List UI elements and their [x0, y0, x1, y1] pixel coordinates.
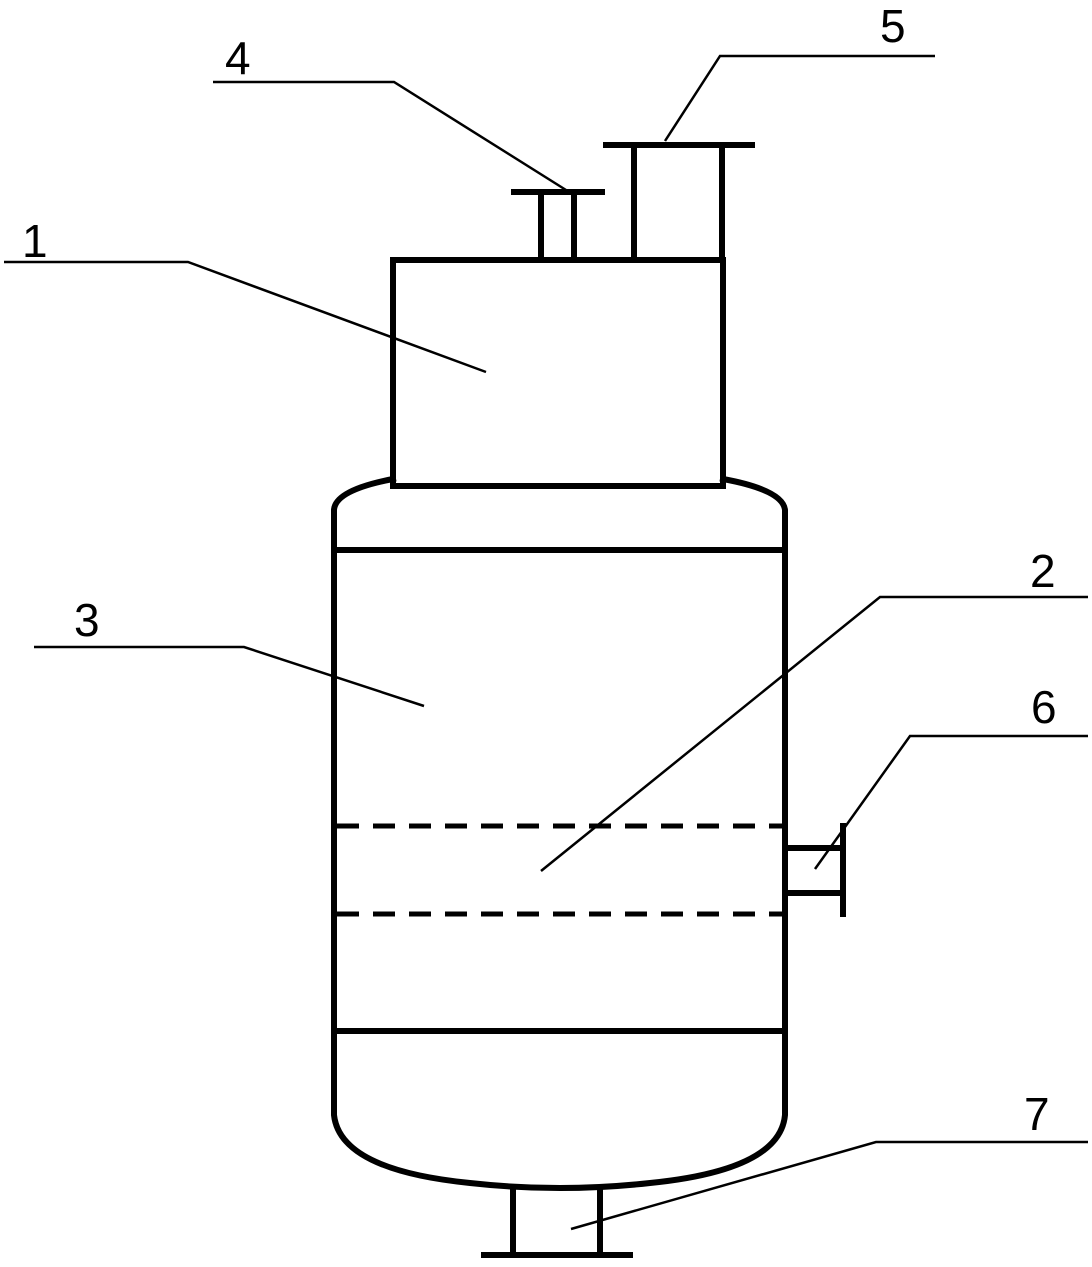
label-1: 1: [22, 215, 48, 267]
label-4: 4: [225, 32, 251, 84]
label-3: 3: [74, 594, 100, 646]
vessel-shell: [331, 475, 788, 1191]
leader-lines: [4, 54, 1088, 1231]
label-5: 5: [880, 0, 906, 52]
side-nozzle-6: [782, 823, 846, 917]
dashed-band: [337, 823, 783, 917]
bottom-nozzle-7: [481, 1187, 633, 1258]
label-6: 6: [1031, 681, 1057, 733]
top-box: [390, 257, 726, 489]
nozzle-5: [603, 142, 755, 263]
label-7: 7: [1024, 1088, 1050, 1140]
label-2: 2: [1030, 545, 1056, 597]
nozzle-4: [511, 189, 605, 263]
